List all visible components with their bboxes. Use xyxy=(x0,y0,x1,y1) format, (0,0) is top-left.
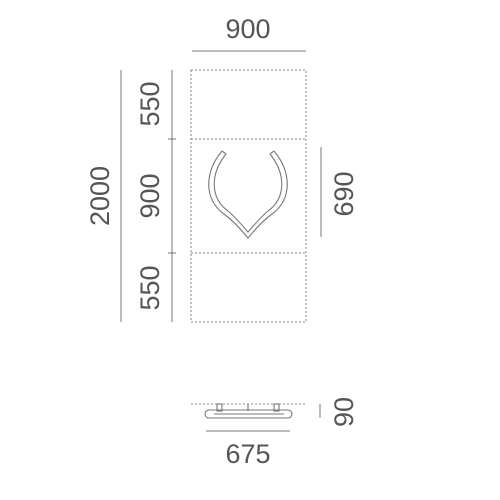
fixture-end-cap-left xyxy=(221,150,227,155)
front-view: 900 2000 550 900 550 690 xyxy=(85,14,359,323)
bracket-right xyxy=(273,403,280,412)
width-label: 900 xyxy=(225,14,270,44)
fixture-inner-outline xyxy=(213,153,283,233)
segment-middle-label: 900 xyxy=(135,173,165,218)
segment-top-label: 550 xyxy=(135,81,165,126)
depth-label: 90 xyxy=(329,397,359,427)
side-view: 90 675 xyxy=(191,397,359,469)
fixture-height-label: 690 xyxy=(329,171,359,216)
bracket-left xyxy=(216,403,223,412)
fixture-side-body xyxy=(204,409,293,419)
fixture-end-cap-right xyxy=(269,150,275,155)
segment-bottom-label: 550 xyxy=(135,265,165,310)
fixture-outer-outline xyxy=(208,150,288,239)
fixture-width-label: 675 xyxy=(225,439,270,469)
overall-height-label: 2000 xyxy=(85,166,115,226)
panel-outline xyxy=(190,69,307,323)
